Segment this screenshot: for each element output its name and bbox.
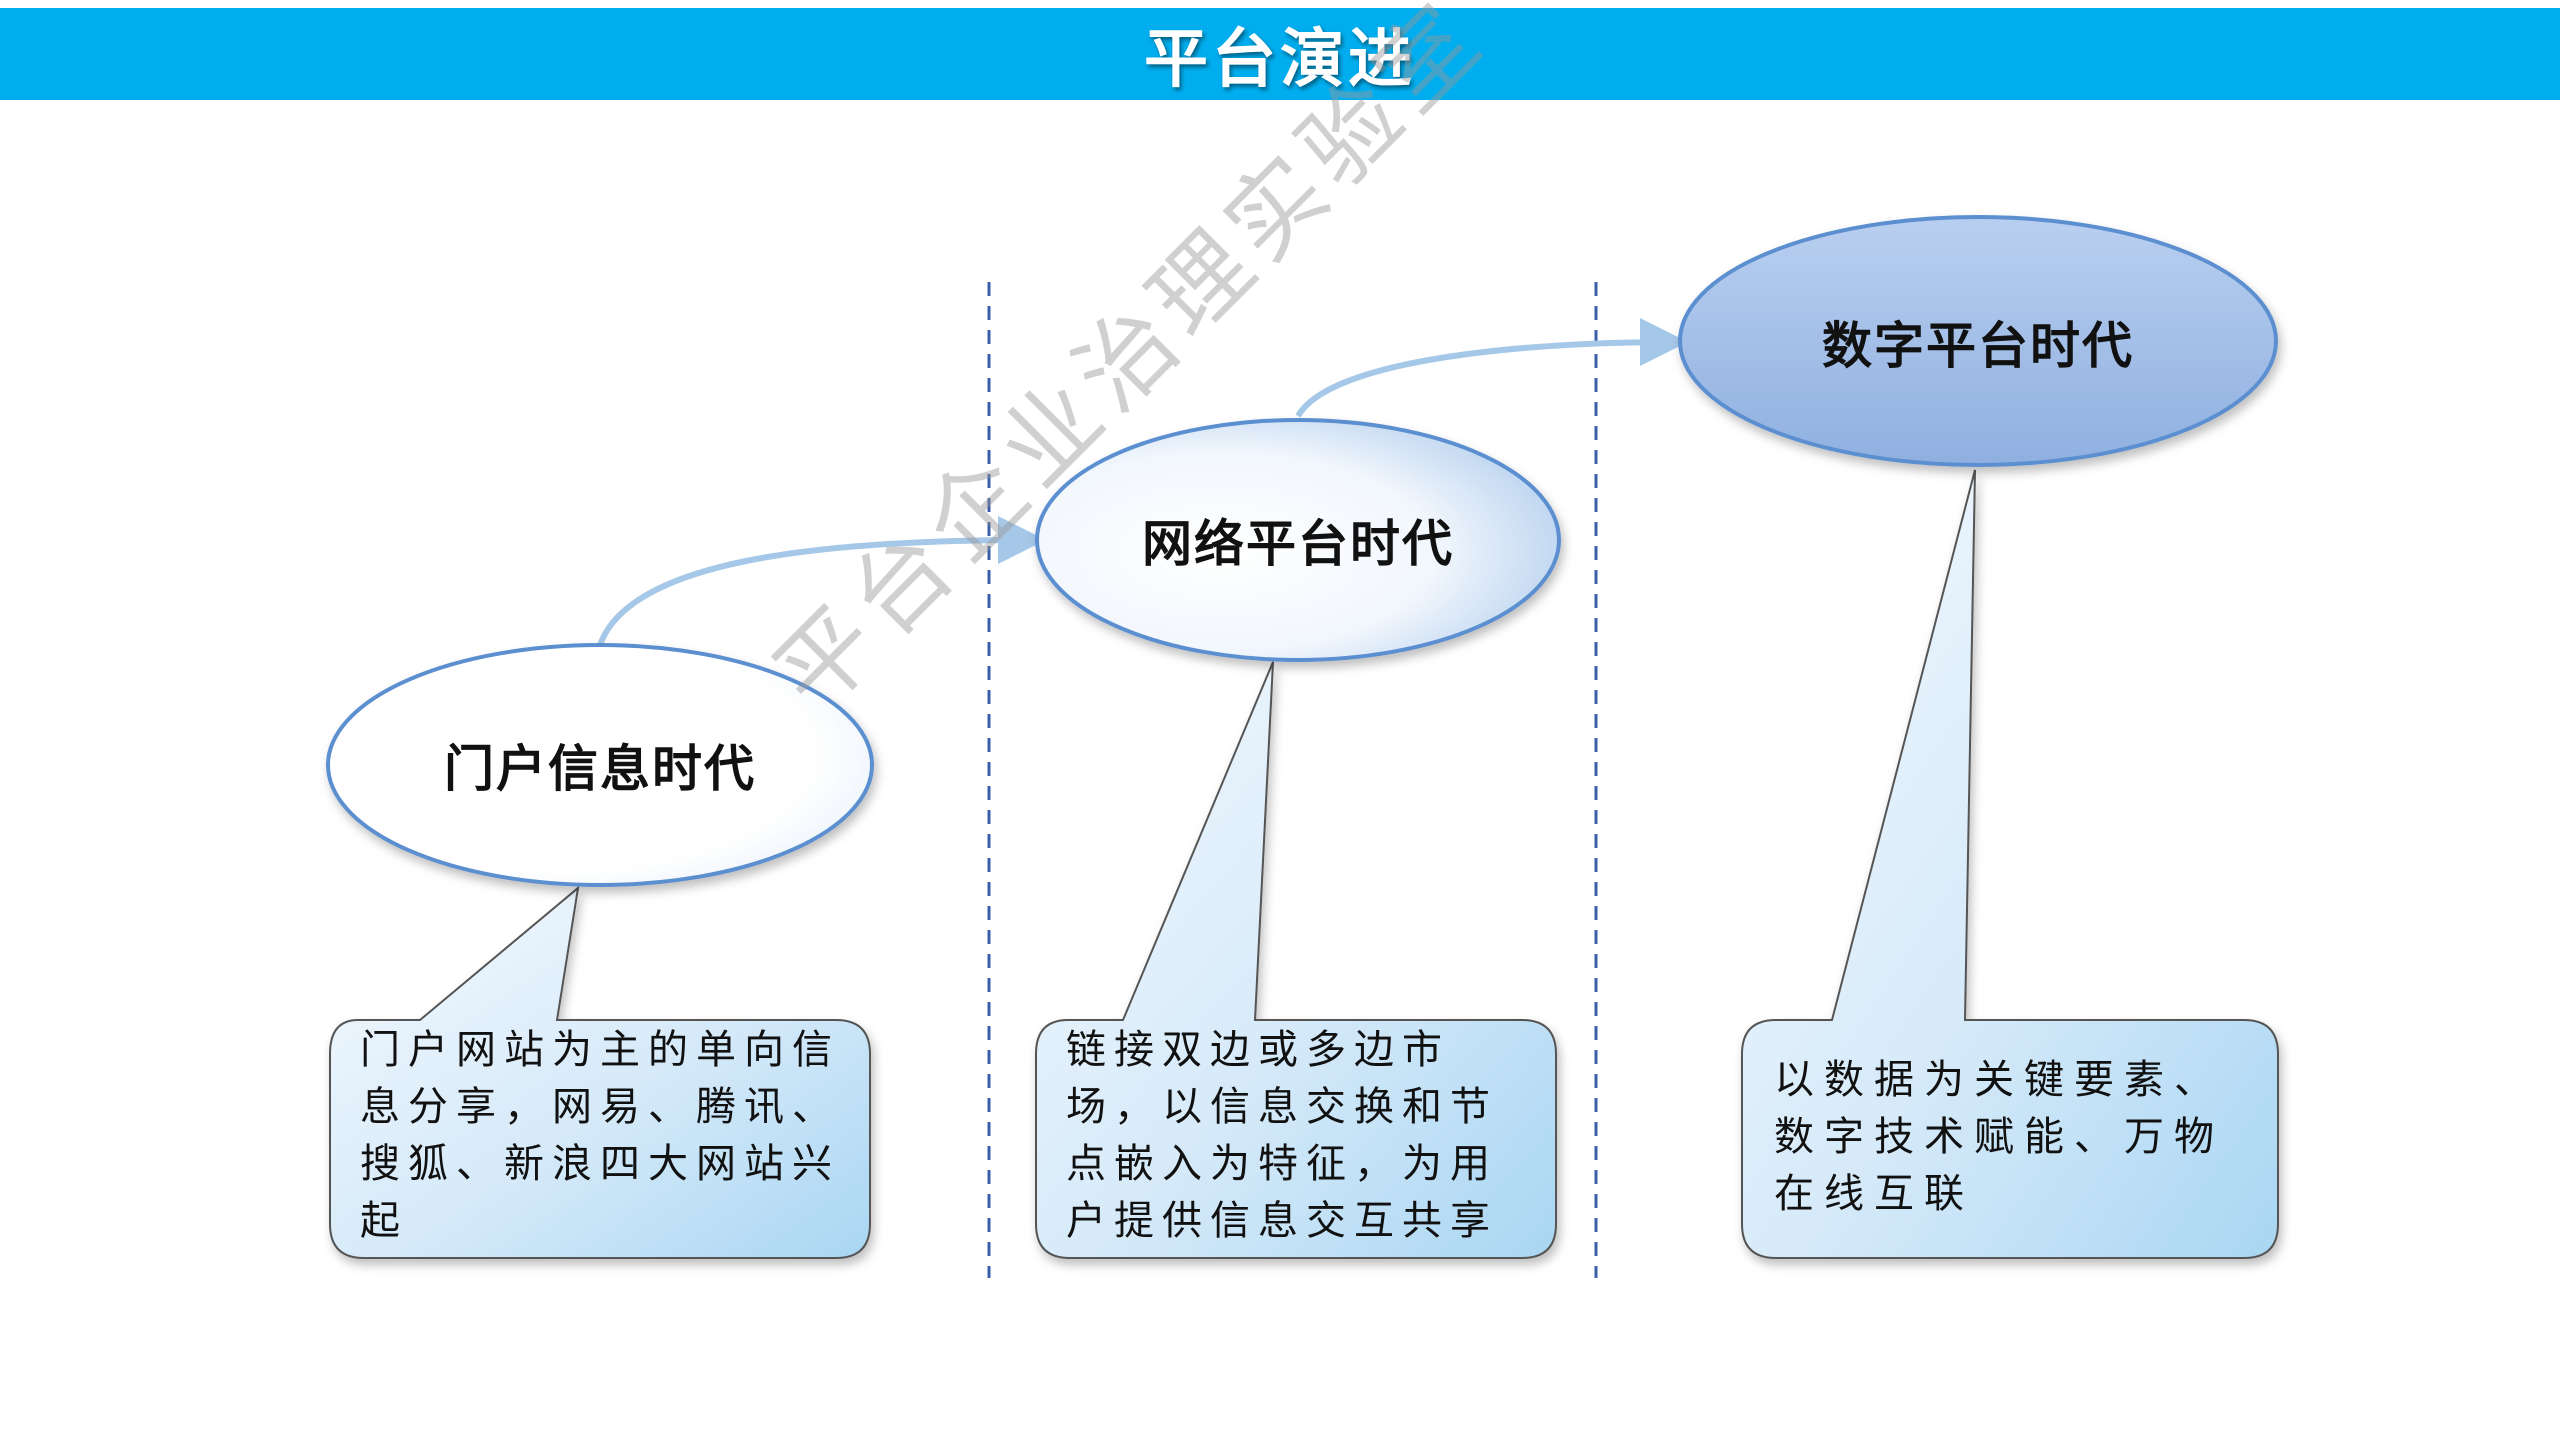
arrow-stage2-to-stage3 bbox=[1295, 318, 1688, 418]
stage-label-2: 网络平台时代 bbox=[1142, 515, 1454, 573]
page-title: 平台演进 bbox=[1144, 23, 1416, 97]
callout-box-2 bbox=[1035, 661, 1557, 1259]
stage-ellipse-2 bbox=[1035, 418, 1561, 662]
stage-description-2: 链接双边或多边市场，以信息交换和节点嵌入为特征，为用户提供信息交互共享 bbox=[1066, 1027, 1498, 1244]
stage-label-3: 数字平台时代 bbox=[1822, 317, 2134, 375]
stage-description-1: 门户网站为主的单向信息分享，网易、腾讯、搜狐、新浪四大网站兴起 bbox=[360, 1027, 840, 1244]
stage-description-3: 以数据为关键要素、数字技术赋能、万物在线互联 bbox=[1774, 1057, 2224, 1217]
stage-ellipse-3 bbox=[1678, 215, 2278, 467]
stage-label-1: 门户信息时代 bbox=[444, 740, 756, 798]
stage-ellipse-1 bbox=[326, 643, 874, 887]
callout-box-3 bbox=[1741, 469, 2279, 1259]
arrow-stage1-to-stage2 bbox=[597, 516, 1046, 647]
callout-box-1 bbox=[329, 885, 871, 1259]
title-bar: 平台演进 bbox=[0, 8, 2560, 100]
